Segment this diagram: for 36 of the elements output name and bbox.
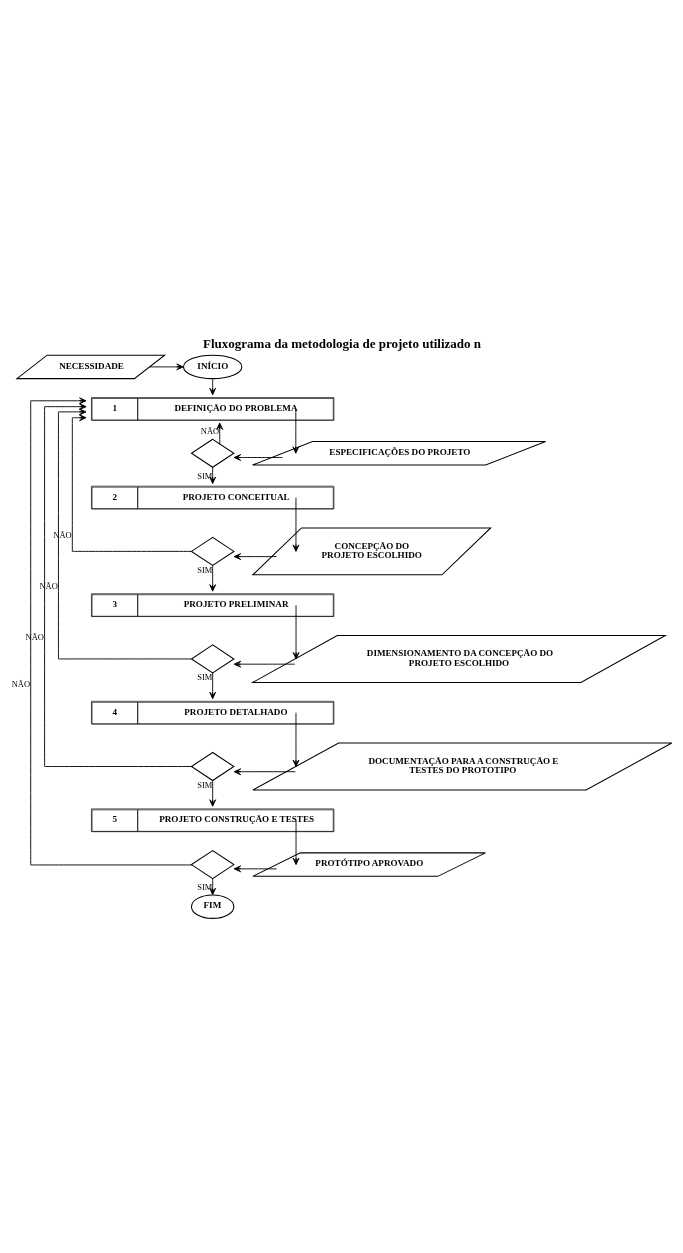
edge-label: SIM (197, 671, 213, 682)
node-diamond (190, 643, 235, 674)
arrow (216, 422, 224, 444)
arrow (233, 660, 296, 668)
edge-label: SIM (197, 470, 213, 481)
arrow (209, 564, 217, 592)
arrow (233, 864, 277, 872)
node-diamond (190, 438, 235, 468)
edge-label: SIM (197, 779, 213, 790)
arrow (233, 552, 277, 560)
arrow (209, 672, 217, 699)
arrow (30, 396, 193, 865)
node-diamond (190, 536, 235, 566)
arrow (292, 711, 300, 767)
arrow (233, 767, 296, 775)
arrow (149, 363, 184, 370)
arrow (209, 877, 217, 895)
edge-label: NÃO (11, 678, 31, 689)
arrow (209, 779, 217, 807)
node-diamond (190, 751, 235, 781)
arrow (292, 604, 300, 659)
arrow (58, 408, 192, 659)
node-ellipse: INÍCIO (183, 354, 243, 379)
arrow (44, 402, 192, 767)
arrow (233, 453, 283, 461)
arrow (292, 496, 300, 552)
arrow (209, 377, 217, 395)
node-diamond (190, 849, 235, 879)
arrow (71, 413, 192, 552)
arrow (292, 408, 300, 454)
node-ellipse: FIM (190, 893, 235, 919)
diagram-title: Fluxograma da metodologia de projeto utilizado n (202, 335, 482, 351)
arrow (292, 819, 300, 865)
edge-label: NÃO (200, 425, 220, 436)
edge-label: SIM (197, 881, 213, 892)
edge-label: SIM (197, 564, 213, 575)
